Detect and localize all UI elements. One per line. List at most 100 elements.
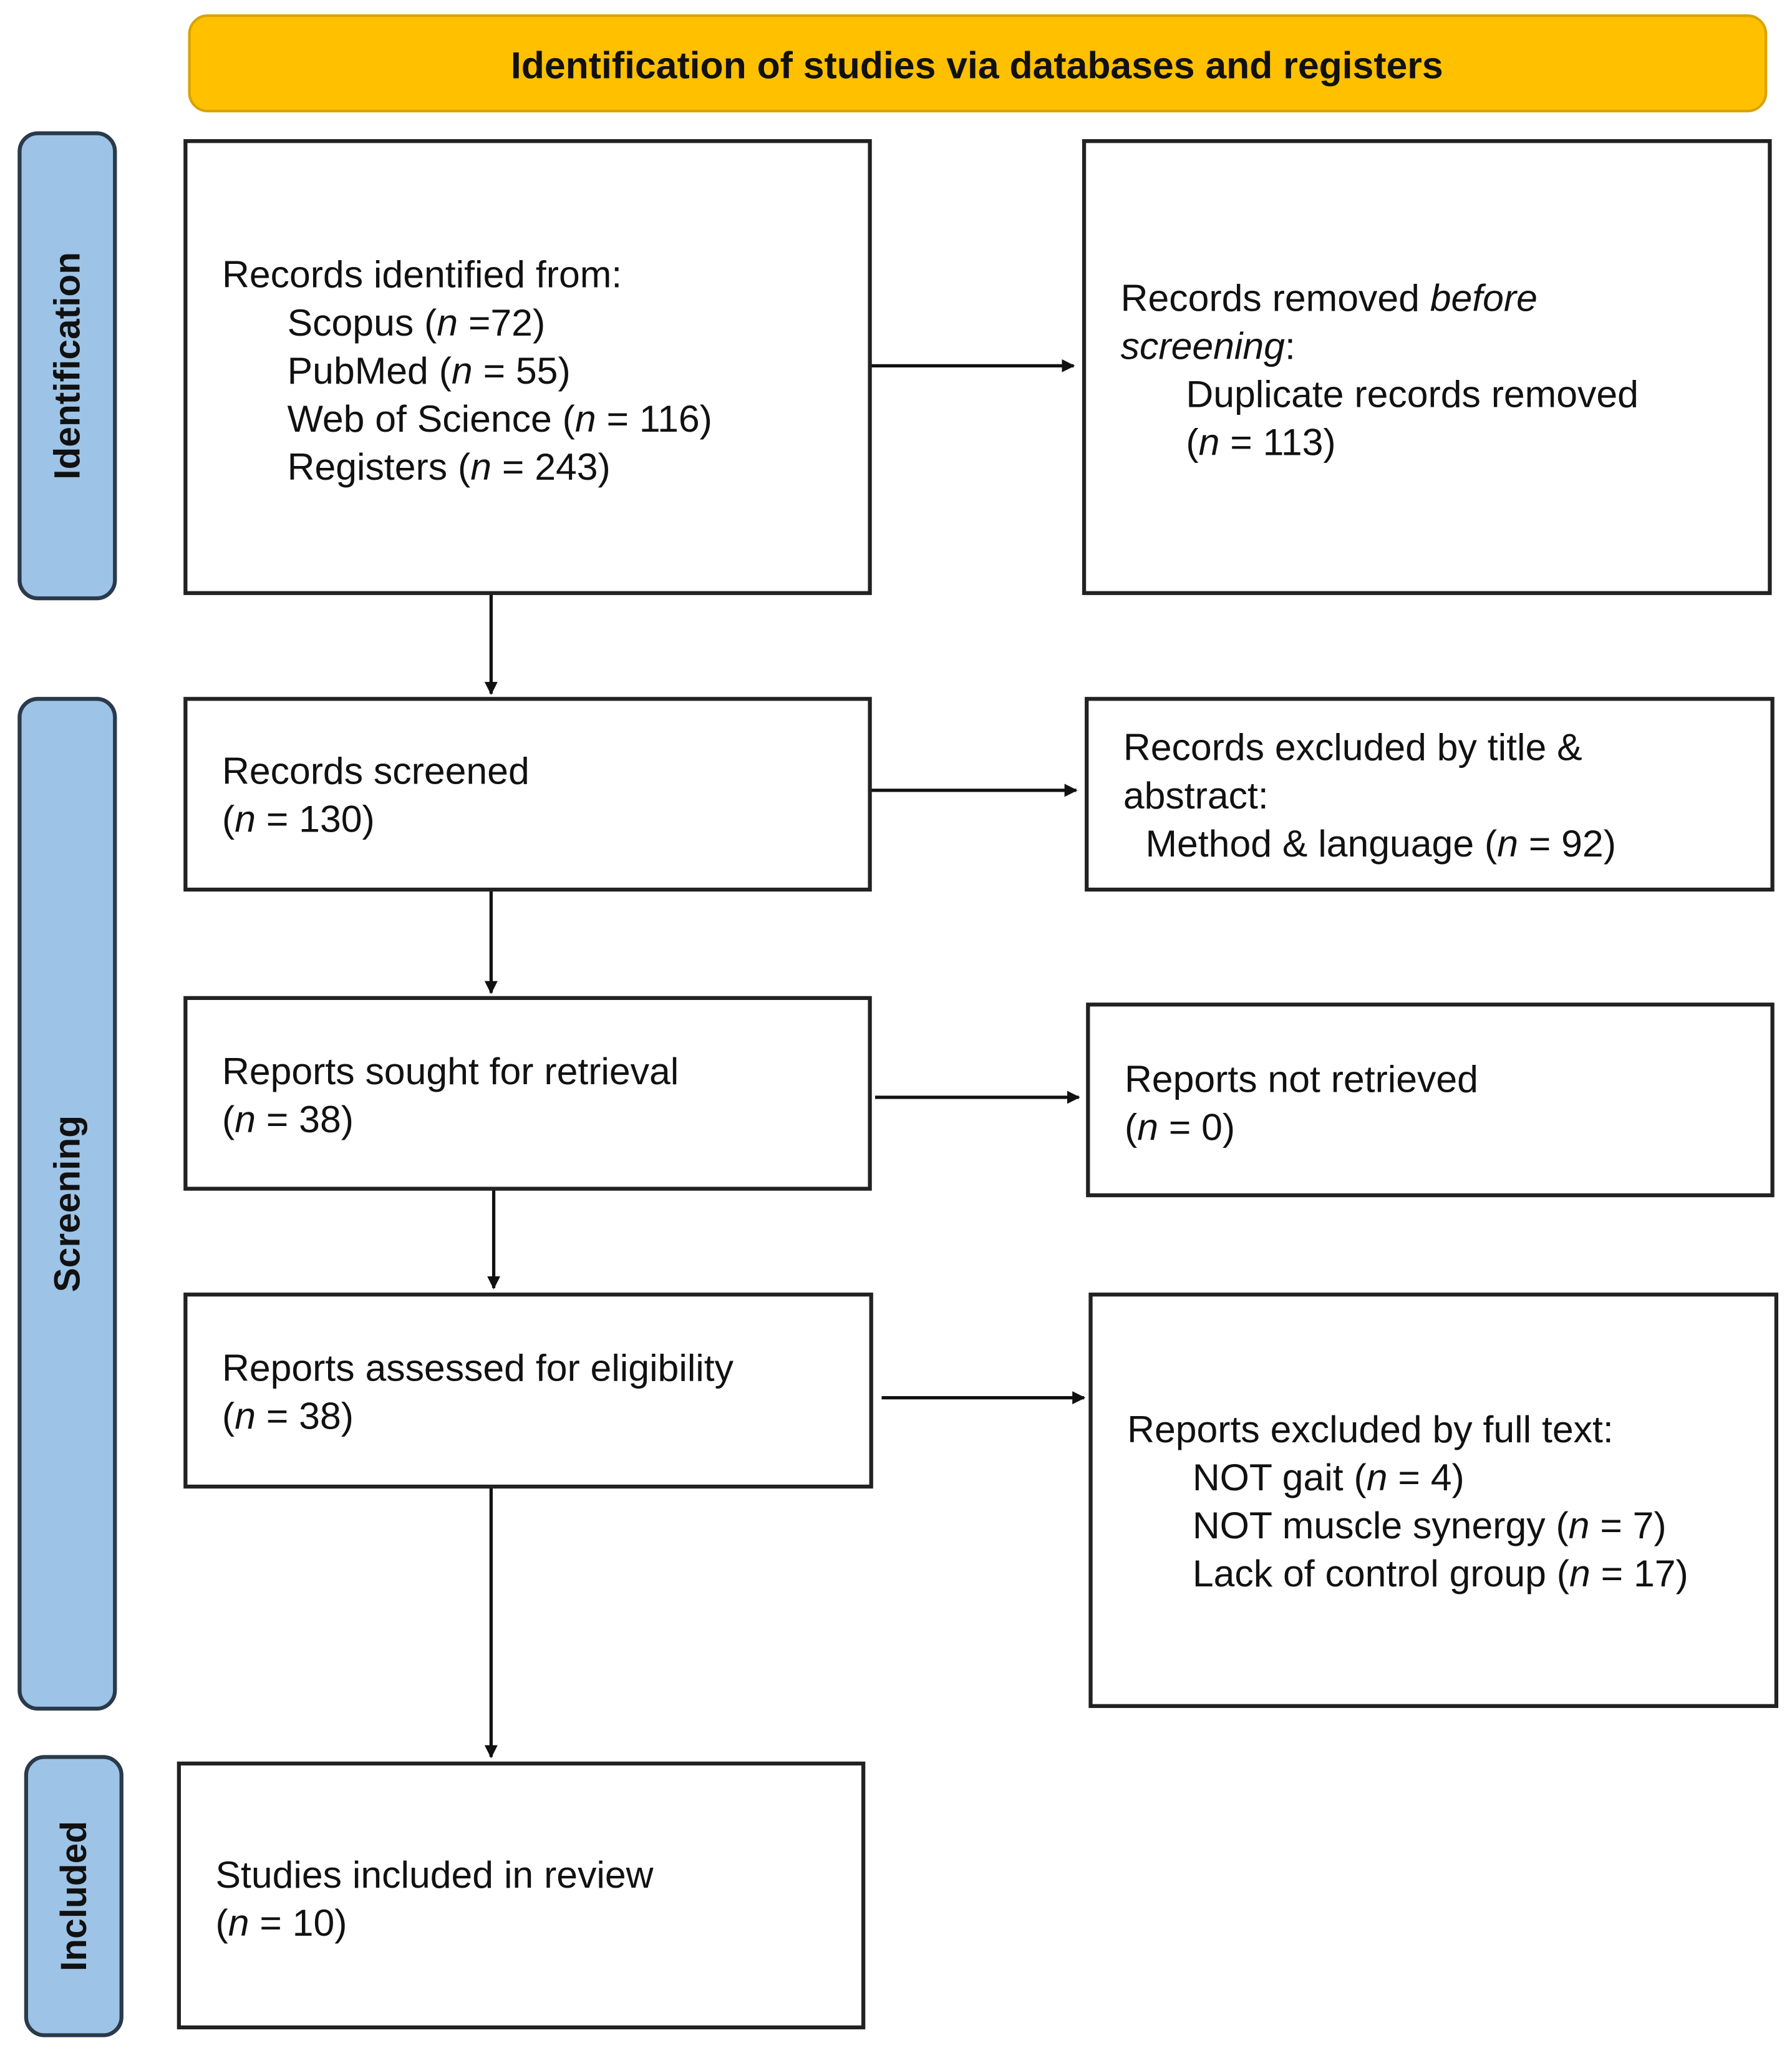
phase-label: Included: [54, 1821, 94, 1971]
text-segment: (: [222, 797, 235, 840]
text-segment: = 7): [1589, 1504, 1666, 1546]
box-text-line: Reports sought for retrieval: [222, 1050, 679, 1092]
text-segment: (: [222, 1098, 235, 1140]
box-text-line: NOT gait (n = 4): [1193, 1456, 1465, 1498]
box-text-line: Reports excluded by full text:: [1127, 1408, 1614, 1450]
italic-text: n: [575, 397, 596, 440]
text-segment: (: [216, 1901, 228, 1944]
text-segment: Method & language (: [1145, 822, 1497, 865]
text-segment: = 38): [256, 1394, 354, 1437]
box-text-line: NOT muscle synergy (n = 7): [1193, 1504, 1667, 1546]
text-segment: = 17): [1591, 1552, 1688, 1594]
text-segment: Registers (: [288, 445, 471, 488]
text-segment: Records removed: [1121, 276, 1430, 319]
box-reports-assessed: Reports assessed for eligibility (n = 38): [183, 1293, 873, 1489]
text-segment: Reports excluded by full text:: [1127, 1408, 1614, 1450]
box-text-line: (n = 0): [1125, 1106, 1235, 1148]
italic-text: n: [235, 797, 256, 840]
italic-text: n: [1497, 822, 1518, 865]
text-segment: Records identified from:: [222, 253, 622, 296]
text-segment: Records screened: [222, 749, 530, 792]
italic-text: n: [1199, 421, 1220, 464]
text-segment: (: [222, 1394, 235, 1437]
box-text-line: Registers (n = 243): [288, 445, 611, 488]
phase-included: Included: [24, 1755, 124, 2037]
box-records-excluded: Records excluded by title & abstract: Meth…: [1085, 697, 1775, 892]
italic-text: n: [470, 445, 492, 488]
box-text-line: (n = 10): [216, 1901, 347, 1944]
box-text-line: Records screened: [222, 749, 530, 792]
box-records-identified: Records identified from:Scopus (n =72)Pu…: [183, 139, 872, 595]
text-segment: Reports assessed for eligibility: [222, 1346, 734, 1389]
text-segment: = 116): [596, 397, 712, 440]
phase-label: Identification: [47, 252, 87, 480]
box-records-removed: Records removed before screening: Duplicat…: [1082, 139, 1772, 595]
italic-text: n: [1569, 1504, 1590, 1546]
text-segment: NOT muscle synergy (: [1193, 1504, 1569, 1546]
box-text-line: Duplicate records removed: [1186, 373, 1639, 415]
box-reports-sought: Reports sought for retrieval (n = 38): [183, 996, 872, 1191]
box-reports-not-retrieved: Reports not retrieved (n = 0): [1086, 1002, 1775, 1198]
box-text-line: Lack of control group (n = 17): [1193, 1552, 1688, 1594]
text-segment: = 130): [256, 797, 375, 840]
box-studies-included: Studies included in review (n = 10): [177, 1761, 866, 2030]
text-segment: = 113): [1219, 421, 1335, 464]
box-reports-excluded: Reports excluded by full text: NOT gait (…: [1088, 1293, 1779, 1708]
italic-text: before: [1430, 276, 1538, 319]
text-segment: Records excluded by title &: [1123, 726, 1582, 769]
phase-screening: Screening: [17, 697, 117, 1711]
text-segment: = 0): [1158, 1106, 1235, 1148]
text-segment: (: [1125, 1106, 1137, 1148]
italic-text: n: [235, 1098, 256, 1140]
text-segment: abstract:: [1123, 774, 1269, 817]
text-segment: = 4): [1388, 1456, 1465, 1498]
text-segment: = 38): [256, 1098, 354, 1140]
italic-text: n: [452, 349, 473, 392]
text-segment: Web of Science (: [288, 397, 575, 440]
text-segment: = 243): [492, 445, 611, 488]
box-text-line: Reports assessed for eligibility: [222, 1346, 734, 1389]
box-text-line: Studies included in review: [216, 1853, 654, 1896]
text-segment: Scopus (: [288, 301, 437, 344]
box-text-line: Reports not retrieved: [1125, 1058, 1478, 1100]
phase-identification: Identification: [17, 131, 117, 601]
text-segment: NOT gait (: [1193, 1456, 1367, 1498]
italic-text: n: [235, 1394, 256, 1437]
flow-arrows: [484, 359, 1086, 1759]
text-segment: Lack of control group (: [1193, 1552, 1569, 1594]
italic-text: n: [1367, 1456, 1388, 1498]
box-text-line: screening:: [1121, 324, 1296, 367]
box-text-line: Records identified from:: [222, 253, 622, 296]
box-text-line: (n = 38): [222, 1394, 354, 1437]
text-segment: Studies included in review: [216, 1853, 654, 1896]
box-text-line: (n = 130): [222, 797, 375, 840]
text-segment: :: [1285, 324, 1296, 367]
box-text-line: (n = 113): [1186, 421, 1335, 464]
box-text-line: (n = 38): [222, 1098, 354, 1140]
header-banner: Identification of studies via databases …: [188, 14, 1768, 113]
box-text-line: Records removed before: [1121, 276, 1538, 319]
text-segment: Duplicate records removed: [1186, 373, 1639, 415]
text-segment: = 92): [1518, 822, 1616, 865]
text-segment: =72): [458, 301, 545, 344]
italic-text: screening: [1121, 324, 1286, 367]
box-text-line: Scopus (n =72): [288, 301, 546, 344]
text-segment: PubMed (: [288, 349, 452, 392]
text-segment: Reports sought for retrieval: [222, 1050, 679, 1092]
box-records-screened: Records screened (n = 130): [183, 697, 872, 892]
box-text-line: abstract:: [1123, 774, 1269, 817]
text-segment: = 10): [249, 1901, 347, 1944]
text-segment: = 55): [473, 349, 571, 392]
text-segment: Reports not retrieved: [1125, 1058, 1478, 1100]
box-text-line: Records excluded by title &: [1123, 726, 1582, 769]
box-text-line: Method & language (n = 92): [1145, 822, 1615, 865]
header-title: Identification of studies via databases …: [511, 44, 1443, 87]
italic-text: n: [1137, 1106, 1158, 1148]
text-segment: (: [1186, 421, 1198, 464]
italic-text: n: [228, 1901, 249, 1944]
italic-text: n: [437, 301, 458, 344]
italic-text: n: [1569, 1552, 1591, 1594]
box-text-line: Web of Science (n = 116): [288, 397, 712, 440]
box-text-line: PubMed (n = 55): [288, 349, 571, 392]
